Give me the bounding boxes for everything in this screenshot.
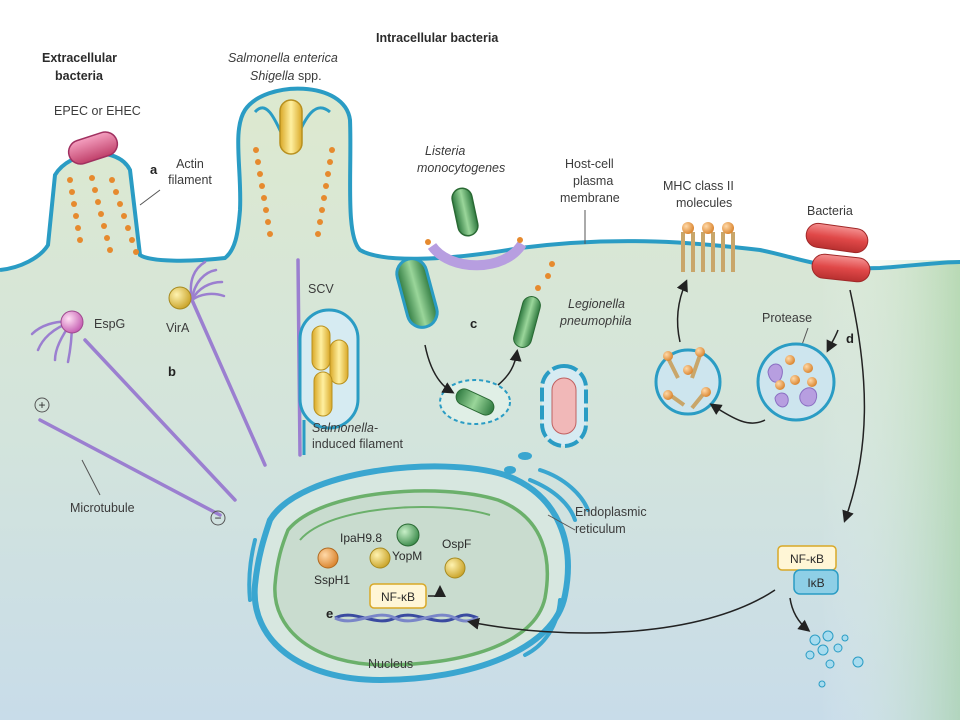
cytoplasm-shade [820, 260, 960, 720]
label-bacteria: Bacteria [807, 204, 853, 218]
label-ipah: IpaH9.8 [340, 531, 382, 545]
label-microtubule: Microtubule [70, 501, 135, 515]
ikb-degradation-fragments [805, 630, 864, 688]
label-epec: EPEC or EHEC [54, 104, 141, 118]
er-cisternae [247, 468, 590, 657]
ospf-effector [444, 557, 466, 579]
label-er-line2: reticulum [575, 522, 626, 536]
er-vesicles [504, 452, 532, 474]
heading-intracellular: Intracellular bacteria [376, 31, 499, 45]
label-ikb: IκB [807, 576, 824, 590]
label-er-line1: Endoplasmic [575, 505, 647, 519]
microtubule-plus-end [34, 397, 50, 413]
microtubule-pointer-line [81, 459, 101, 496]
microtubule-minus-end [210, 510, 226, 526]
label-mhc-line2: molecules [676, 196, 732, 210]
label-espg: EspG [94, 317, 125, 331]
espg-effector [60, 310, 84, 334]
actin-pointer-line [139, 189, 161, 206]
label-actin-line1: Actin [176, 157, 204, 171]
listeria-motile [513, 296, 541, 348]
panel-label-b: b [168, 364, 176, 379]
panel-label-c: c [470, 316, 477, 331]
nfkb-nuclear-box [369, 583, 427, 609]
heading-extracellular-line1: Extracellular [42, 51, 117, 65]
label-salmonella-enterica: Salmonella enterica [228, 51, 338, 65]
arrow-listeria-motility [497, 349, 522, 386]
listeria-vacuole [395, 257, 439, 329]
er-pointer-line [547, 514, 576, 531]
legionella-bacterium [551, 377, 577, 435]
mhc-endosome-peptides [663, 347, 711, 400]
bacterium-red-2 [811, 253, 871, 283]
label-vira: VirA [166, 321, 190, 335]
label-ospf: OspF [442, 537, 471, 551]
mhc-surface-molecules [681, 222, 735, 272]
label-nfkb-nucleus: NF-κB [381, 590, 415, 604]
dna-strand-2 [334, 613, 479, 623]
bacterial-peptides [775, 355, 817, 390]
label-nucleus: Nucleus [368, 657, 413, 671]
label-hostcell-line2: plasma [573, 174, 613, 188]
panel-label-e: e [326, 606, 333, 621]
scv-bacterium-2 [329, 339, 349, 385]
label-legionella-line1: Legionella [568, 297, 625, 311]
nuclear-envelope-inner [299, 506, 491, 541]
label-mhc-line1: MHC class II [663, 179, 734, 193]
label-legionella-line2: pneumophila [559, 314, 632, 328]
label-salm-filament-line1: Salmonella- [312, 421, 378, 435]
listeria-actin-dots [425, 237, 555, 291]
ikb-box [793, 569, 839, 595]
actin-filaments-ruffle [253, 147, 335, 237]
listeria-entry-membrane [427, 240, 527, 271]
label-scv: SCV [308, 282, 334, 296]
label-hostcell-line3: membrane [560, 191, 620, 205]
label-hostcell-line1: Host-cell [565, 157, 614, 171]
label-listeria-line1: Listeria [425, 144, 465, 158]
arrow-to-mhc-endosome [709, 403, 766, 424]
arrow-nfkb-to-nucleus [467, 589, 776, 634]
vira-effector [168, 286, 192, 310]
label-minus: − [214, 511, 221, 525]
arrow-to-nfkb-signaling [842, 289, 866, 523]
arrow-mhc-to-surface [676, 279, 688, 343]
yopm-effector [396, 523, 420, 547]
arrow-to-phagolysosome [826, 329, 839, 353]
label-yopm: YopM [392, 549, 422, 563]
actin-filaments-pedestal [67, 175, 139, 255]
label-protease: Protease [762, 311, 812, 325]
ipah98-effector [369, 547, 391, 569]
ssph1-effector [317, 547, 339, 569]
scv-bacterium-1 [311, 325, 331, 371]
listeria-extracellular [451, 187, 479, 237]
transcription-arrow [428, 585, 446, 597]
heading-extracellular-line2: bacteria [55, 69, 104, 83]
epec-bacterium [67, 131, 119, 165]
host-cell-plasma-membrane [0, 86, 960, 272]
panel-label-d: d [846, 331, 854, 346]
label-salm-filament-line2: induced filament [312, 437, 404, 451]
vira-microtubule-fan [189, 260, 226, 302]
shigella-bacterium [279, 99, 303, 155]
label-actin-line2: filament [168, 173, 212, 187]
panel-label-a: a [150, 162, 158, 177]
arrow-ikb-degradation [789, 597, 811, 632]
label-plus: + [38, 398, 45, 412]
bacterium-red-1 [805, 222, 869, 254]
arrow-listeria-escape [424, 344, 455, 394]
listeria-cytosolic [455, 388, 495, 416]
label-ssph1: SspH1 [314, 573, 350, 587]
protease-molecules [767, 363, 818, 408]
label-listeria-line2: monocytogenes [417, 161, 505, 175]
label-nfkb-cyto: NF-κB [790, 552, 824, 566]
label-shigella: Shigella spp. [250, 69, 322, 83]
scv-bacterium-3 [313, 371, 333, 417]
